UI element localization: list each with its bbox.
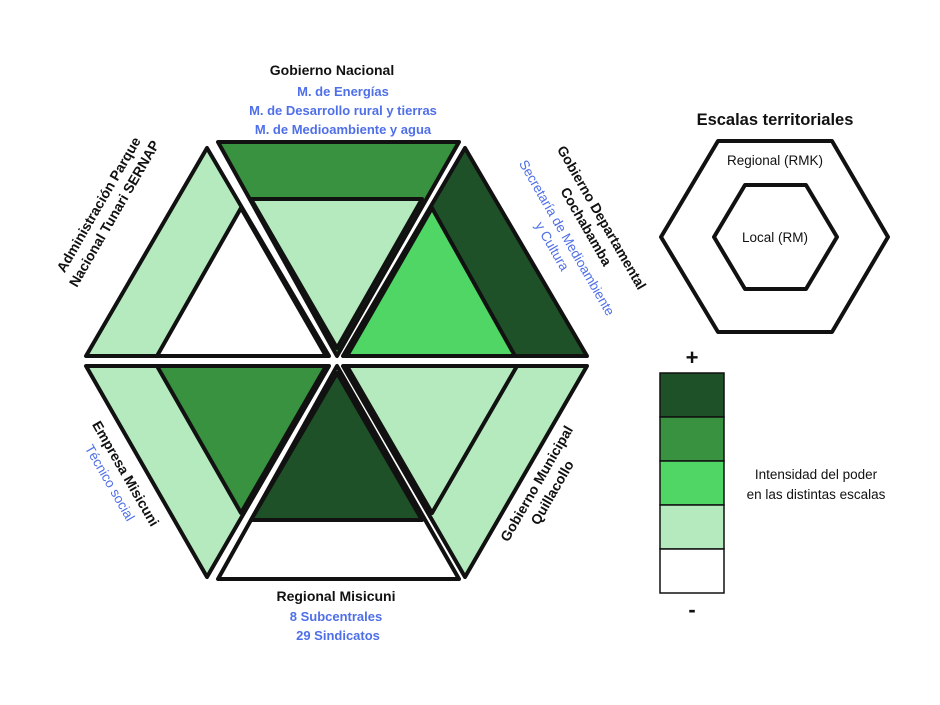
sector-lower-left-local: [155, 364, 328, 515]
actor-bottom-sub-2: 29 Sindicatos: [296, 628, 380, 643]
sector-top-local: [249, 197, 424, 350]
actor-bottom-sub-1: 8 Subcentrales: [290, 609, 383, 624]
intensity-swatch-4: [659, 504, 725, 550]
actor-bottom: Regional Misicuni 8 Subcentrales 29 Sind…: [276, 588, 395, 643]
actor-top: Gobierno Nacional M. de Energías M. de D…: [249, 62, 437, 137]
intensity-legend-label-1: Intensidad del poder: [755, 467, 878, 482]
hexagon-local-icon: [712, 183, 839, 291]
actor-top-sub-2: M. de Desarrollo rural y tierras: [249, 103, 437, 118]
sector-lower-right-local: [345, 364, 519, 515]
actor-upper-right-line-1: Gobierno Departamental: [554, 143, 650, 292]
sector-bottom-local: [249, 371, 424, 522]
intensity-legend: + - Intensidad del poder en las distinta…: [659, 345, 886, 622]
hexagon-diagram: [84, 140, 589, 581]
intensity-legend-plus: +: [686, 345, 699, 370]
scales-legend-inner-label: Local (RM): [742, 230, 808, 245]
scales-legend-title: Escalas territoriales: [697, 111, 854, 129]
scales-legend-outer-label: Regional (RMK): [727, 153, 823, 168]
actor-top-sub-1: M. de Energías: [297, 84, 389, 99]
scales-legend: Escalas territoriales Regional (RMK) Loc…: [659, 111, 890, 334]
intensity-swatch-2: [659, 416, 725, 462]
actor-top-sub-3: M. de Medioambiente y agua: [255, 122, 432, 137]
actor-top-title: Gobierno Nacional: [270, 62, 394, 78]
actor-bottom-title: Regional Misicuni: [276, 588, 395, 604]
intensity-swatch-5: [659, 548, 725, 594]
intensity-swatch-1: [659, 372, 725, 418]
sector-upper-right-local: [345, 206, 517, 358]
intensity-swatch-3: [659, 460, 725, 506]
sector-upper-left-local: [155, 206, 328, 358]
intensity-legend-label-2: en las distintas escalas: [747, 487, 886, 502]
intensity-legend-minus: -: [688, 597, 695, 622]
